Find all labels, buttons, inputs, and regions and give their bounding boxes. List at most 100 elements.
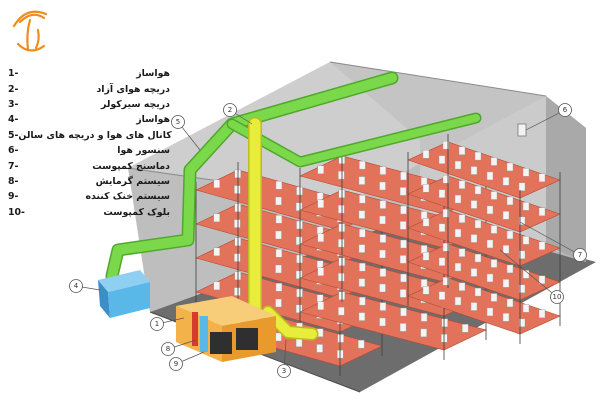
compost-bag [458,180,466,189]
air-handling-unit [176,296,276,362]
compost-bag [338,170,345,180]
leader-line [525,109,566,131]
compost-bag [359,160,366,170]
callout-number: 2 [228,106,232,114]
compost-bag [470,166,478,175]
compost-bag [502,279,510,288]
callout-circle [223,103,237,117]
compost-bag [338,238,345,248]
compost-bag [442,141,450,150]
legend-text: کانال های هوا و دریچه های سالن [18,129,172,141]
compost-bag [458,214,466,223]
compost-bag [379,181,386,191]
compost-bag [296,288,303,298]
compost-bag [518,284,526,293]
legend-text: سیستم خنک کننده [85,191,170,203]
compost-bag [296,186,303,196]
compost-bag [486,273,494,283]
legend-text: سیستم گرمایش [95,175,170,187]
compost-bag [317,165,324,174]
compost-bag [454,228,462,238]
fan-grille-2 [236,328,258,350]
compost-bag [486,307,494,317]
compost-bag [234,287,241,296]
compost-bag [454,160,462,170]
compost-bag [295,202,303,211]
cooling-coil [200,316,208,352]
air-sensor-icon [517,123,527,137]
compost-bag [422,252,430,261]
callout-2: 2 [223,103,237,117]
compost-bag [518,318,526,327]
legend-text: دریچه هوای آزاد [96,83,170,95]
compost-bag [400,307,407,317]
compost-bag [275,196,282,206]
compost-bag [506,162,514,172]
compost-bag [399,323,407,332]
callout-number: 5 [176,118,180,126]
legend-text: هواساز [136,114,170,126]
compost-bag [474,185,482,195]
compost-bag [400,205,407,215]
legend-item: 9- سیستم خنک کننده [8,189,178,204]
compost-bag [420,328,427,338]
compost-bag [317,233,324,242]
compost-bag [399,255,407,264]
compost-bag [522,304,530,313]
compost-bag [399,289,407,298]
compost-bag [538,309,546,318]
legend-item: 8- سیستم گرمایش [8,174,178,189]
callout-circle [171,115,185,129]
compost-bag [490,259,498,268]
compost-bag [538,241,546,250]
legend-item: 3-دریچه سیرکولر [8,97,178,112]
ridge-line [329,61,547,97]
compost-bag [399,221,407,230]
compost-bag [506,298,514,308]
callout-1: 1 [150,317,164,331]
heating-coil [192,312,198,346]
legend-text: دماسنج کمپوست [92,160,170,172]
legend-number: 3- [8,98,19,110]
callout-7: 7 [573,248,587,262]
compost-bag [490,293,498,302]
callout-5: 5 [171,115,185,129]
compost-bag [438,189,446,198]
compost-bag [295,236,303,245]
compost-bag [359,262,366,272]
legend-item: 6-سنسور هوا [8,143,178,158]
compost-bag [422,150,430,159]
compost-bag [420,313,428,322]
callout-circle [150,317,164,331]
legend-number: 1- [8,68,19,80]
compost-bag [359,296,366,306]
callout-4: 4 [69,279,83,293]
compost-bag [470,302,478,311]
legend-item: 7-دماسنج کمپوست [8,158,178,173]
legend-number: 9- [8,191,19,203]
compost-bag [338,306,345,316]
legend-number: 2- [8,83,19,95]
legend-number: 8- [8,175,19,187]
compost-bag [317,199,324,208]
compost-bag [486,239,494,249]
compost-bag [359,228,366,238]
compost-bag [502,211,510,220]
callout-number: 10 [553,293,562,301]
compost-bag [234,219,241,228]
compost-bag [379,215,386,225]
compost-bag [422,218,430,227]
compost-bag [275,249,283,258]
callout-circle [169,357,183,371]
compost-bag [442,243,450,252]
compost-bag [454,296,462,306]
callout-number: 3 [282,367,286,375]
callout-circle [277,364,291,378]
compost-bag [442,277,450,286]
compost-bag [400,273,407,283]
compost-bag [454,194,462,204]
callout-circle [558,103,572,117]
